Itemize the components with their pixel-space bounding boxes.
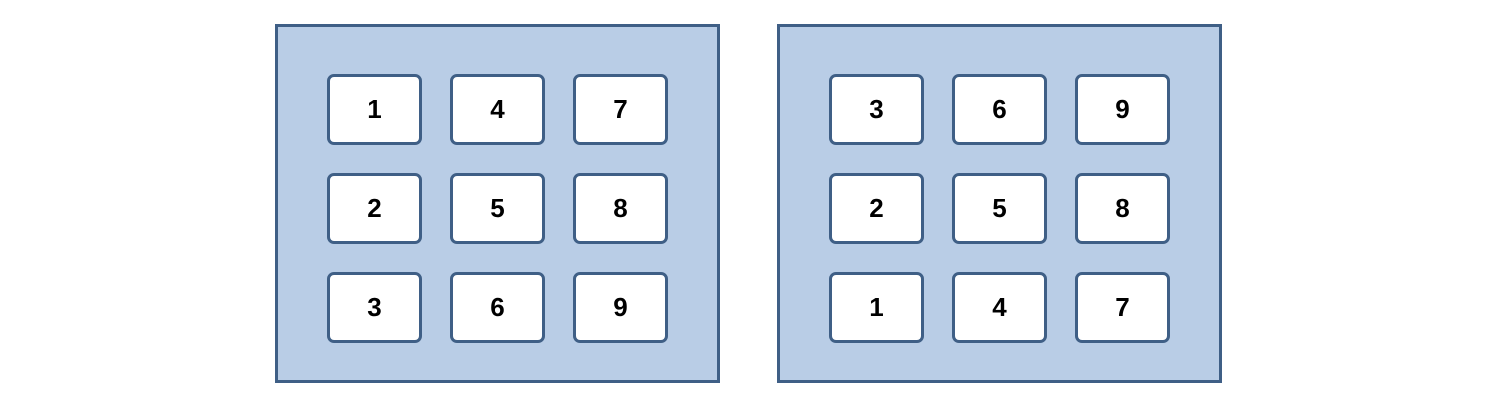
key-left-r1-c2[interactable]: 4 [450, 74, 545, 145]
key-right-r3-c3[interactable]: 7 [1075, 272, 1170, 343]
key-right-r1-c2[interactable]: 6 [952, 74, 1047, 145]
key-right-r1-c1[interactable]: 3 [829, 74, 924, 145]
keypad-grid-right: 3 6 9 2 5 8 1 4 7 [829, 74, 1170, 343]
keypad-grid-left: 1 4 7 2 5 8 3 6 9 [327, 74, 668, 343]
key-right-r2-c3[interactable]: 8 [1075, 173, 1170, 244]
key-right-r1-c3[interactable]: 9 [1075, 74, 1170, 145]
key-left-r1-c3[interactable]: 7 [573, 74, 668, 145]
key-left-r2-c3[interactable]: 8 [573, 173, 668, 244]
key-right-r2-c1[interactable]: 2 [829, 173, 924, 244]
keypad-panel-left: 1 4 7 2 5 8 3 6 9 [275, 24, 720, 383]
key-right-r2-c2[interactable]: 5 [952, 173, 1047, 244]
key-left-r3-c1[interactable]: 3 [327, 272, 422, 343]
key-left-r1-c1[interactable]: 1 [327, 74, 422, 145]
key-left-r2-c2[interactable]: 5 [450, 173, 545, 244]
keypad-panel-right: 3 6 9 2 5 8 1 4 7 [777, 24, 1222, 383]
key-right-r3-c2[interactable]: 4 [952, 272, 1047, 343]
key-left-r3-c3[interactable]: 9 [573, 272, 668, 343]
key-right-r3-c1[interactable]: 1 [829, 272, 924, 343]
key-left-r3-c2[interactable]: 6 [450, 272, 545, 343]
key-left-r2-c1[interactable]: 2 [327, 173, 422, 244]
